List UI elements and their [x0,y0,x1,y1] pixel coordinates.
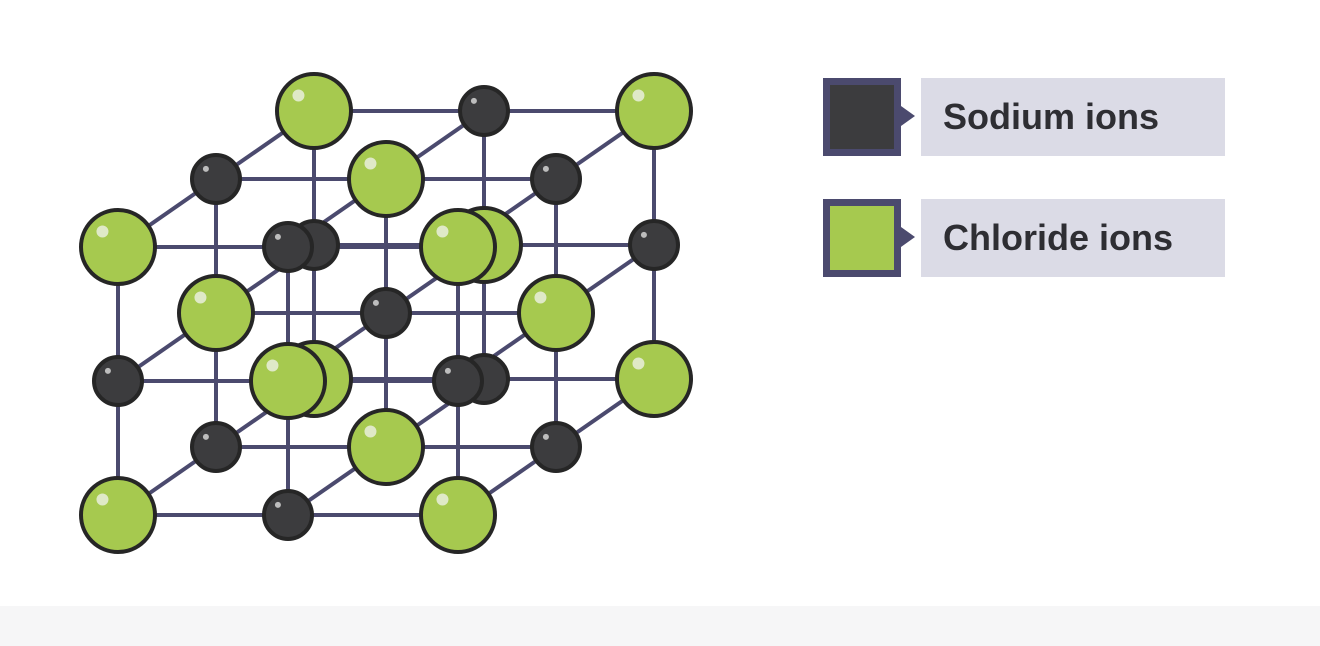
ion-highlight [104,367,111,374]
ion-sphere [177,274,255,352]
ion-sphere [419,476,497,554]
chloride-swatch [823,199,901,277]
legend-label-sodium: Sodium ions [943,96,1159,137]
ion-highlight [364,157,377,170]
ion-sphere [249,342,327,420]
sodium-ion [530,153,582,205]
ion-highlight [542,165,549,172]
chloride-ion [419,208,497,286]
ion-highlight [632,357,645,370]
sodium-swatch [823,78,901,156]
sodium-ion [92,355,144,407]
ion-highlight [96,225,109,238]
legend-item-sodium: Sodium ions [823,78,1225,156]
ion-highlight [542,433,549,440]
pointer-arrow-icon [901,227,915,247]
ion-highlight [202,165,209,172]
chloride-ion [419,476,497,554]
legend-item-chloride: Chloride ions [823,199,1225,277]
ion-sphere [419,208,497,286]
ion-sphere [347,140,425,218]
chloride-ion [517,274,595,352]
ion-highlight [632,89,645,102]
sodium-ion [432,355,484,407]
sodium-ion [190,153,242,205]
chloride-ion [347,140,425,218]
ion-sphere [79,208,157,286]
ion-sphere [79,476,157,554]
ion-sphere [615,340,693,418]
sodium-ion [530,421,582,473]
ion-highlight [444,367,451,374]
ion-sphere [360,287,412,339]
sodium-ion [262,489,314,541]
ion-sphere [530,421,582,473]
ion-highlight [534,291,547,304]
legend-label-chloride: Chloride ions [943,217,1174,258]
ion-sphere [432,355,484,407]
lattice-ions [79,72,693,554]
ion-sphere [190,153,242,205]
sodium-ion [190,421,242,473]
chloride-ion [249,342,327,420]
ion-sphere [262,489,314,541]
legend-label-box: Sodium ions [921,78,1225,156]
ion-highlight [372,299,379,306]
chloride-ion [347,408,425,486]
ion-highlight [436,225,449,238]
ion-highlight [274,233,281,240]
ion-sphere [92,355,144,407]
ion-highlight [640,231,647,238]
ion-sphere [517,274,595,352]
pointer-arrow-icon [901,106,915,126]
ion-sphere [262,221,314,273]
ion-sphere [275,72,353,150]
ion-highlight [274,501,281,508]
ion-sphere [628,219,680,271]
ion-highlight [364,425,377,438]
ion-highlight [292,89,305,102]
ion-highlight [436,493,449,506]
chloride-ion [79,476,157,554]
ion-highlight [470,97,477,104]
ion-sphere [190,421,242,473]
ion-highlight [266,359,279,372]
sodium-ion [458,85,510,137]
chloride-ion [275,72,353,150]
chloride-ion [615,340,693,418]
bottom-band [0,606,1320,646]
ion-sphere [530,153,582,205]
ion-highlight [202,433,209,440]
ion-highlight [194,291,207,304]
ion-sphere [458,85,510,137]
sodium-ion [360,287,412,339]
ion-highlight [96,493,109,506]
sodium-ion [628,219,680,271]
chloride-ion [79,208,157,286]
ion-sphere [347,408,425,486]
ion-sphere [615,72,693,150]
chloride-ion [177,274,255,352]
chloride-ion [615,72,693,150]
legend-label-box: Chloride ions [921,199,1225,277]
nacl-lattice [79,72,693,554]
sodium-ion [262,221,314,273]
